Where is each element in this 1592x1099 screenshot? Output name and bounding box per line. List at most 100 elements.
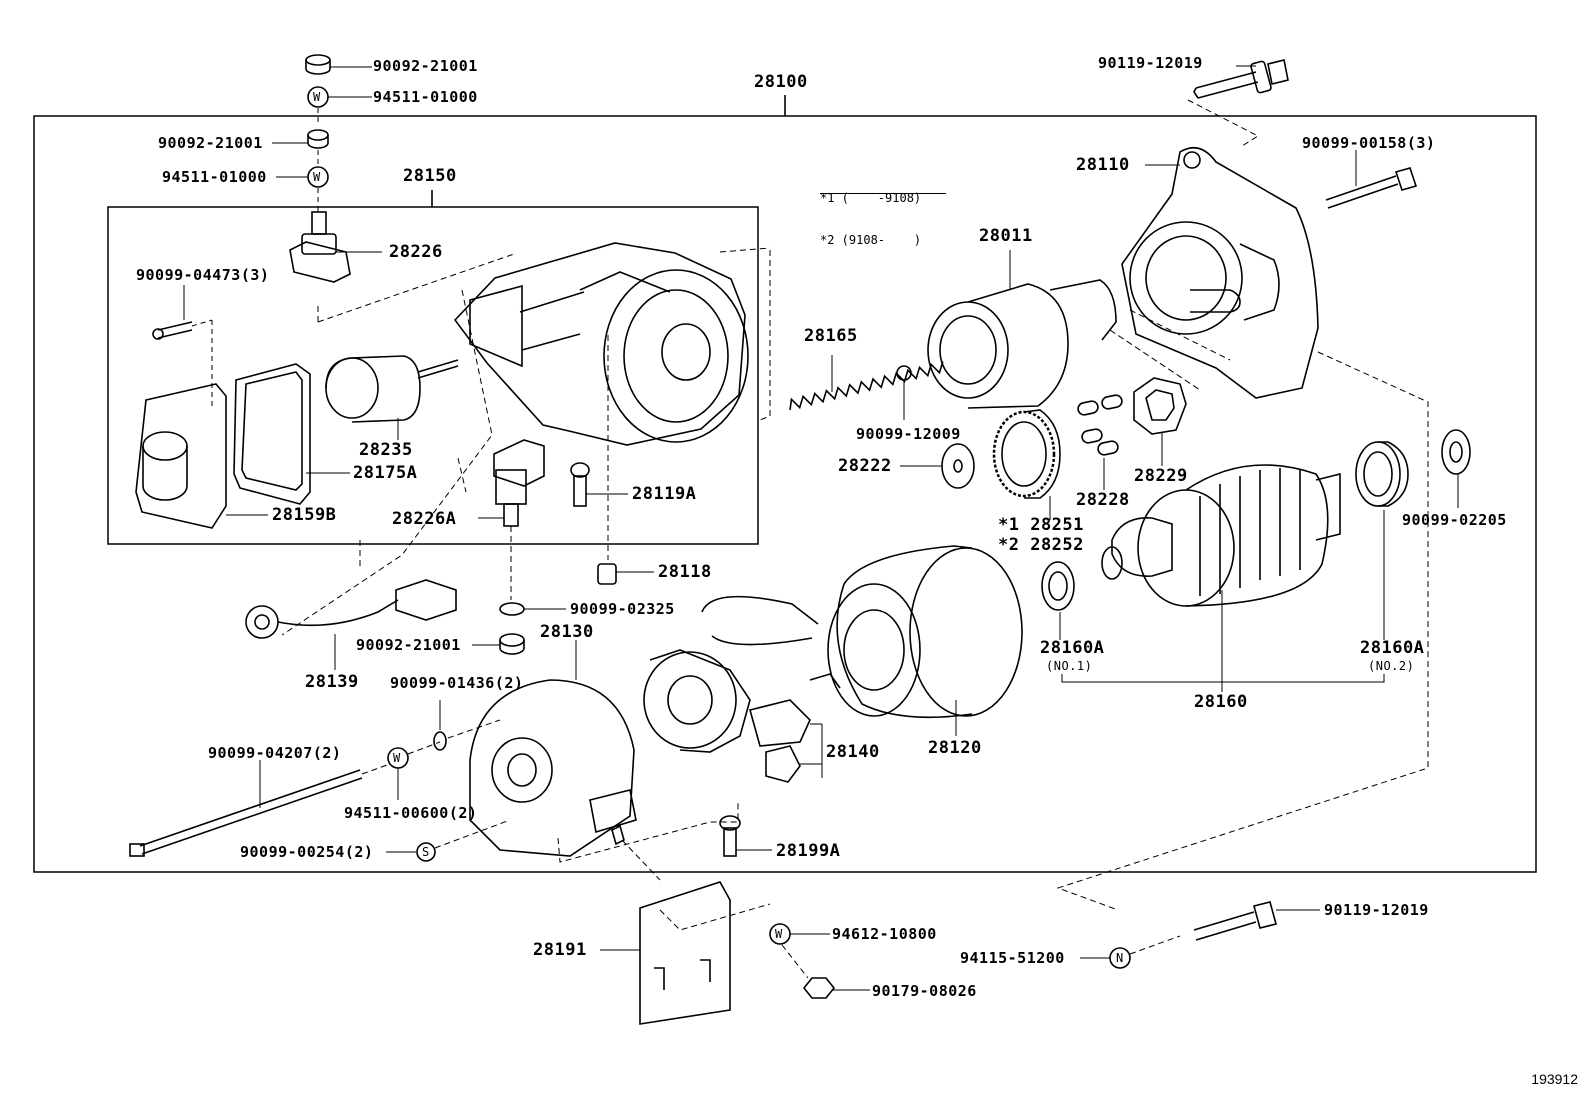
label-28160A-no1[interactable]: 28160A xyxy=(1040,638,1105,658)
assembly-note-line1: *1 ( -9108) xyxy=(820,191,922,205)
label-28159B[interactable]: 28159B xyxy=(272,505,337,525)
plunger-28235-icon xyxy=(325,355,459,440)
terminal-28226A-icon xyxy=(478,439,545,527)
catalog-number: 193912 xyxy=(1531,1071,1578,1087)
end-frame-28130-icon xyxy=(469,640,637,857)
label-28120[interactable]: 28120 xyxy=(928,738,982,758)
washer-icon xyxy=(307,86,372,108)
solenoid-housing-28150-icon xyxy=(453,242,749,446)
nut-symbol: N xyxy=(1116,951,1124,965)
label-28130[interactable]: 28130 xyxy=(540,622,594,642)
label-94511-01000[interactable]: 94511-01000 xyxy=(162,168,267,186)
washer-symbol: W xyxy=(775,927,783,941)
label-94115-51200[interactable]: 94115-51200 xyxy=(960,949,1065,967)
label-28100[interactable]: 28100 xyxy=(754,72,808,92)
label-90092-21001[interactable]: 90092-21001 xyxy=(158,134,263,152)
label-28165[interactable]: 28165 xyxy=(804,326,858,346)
spacer-icon xyxy=(433,731,447,751)
starter-housing-28110-icon xyxy=(1121,146,1319,399)
label-28160[interactable]: 28160 xyxy=(1194,692,1248,712)
label-90092-21001-lower[interactable]: 90092-21001 xyxy=(356,636,461,654)
insulator-28118-icon xyxy=(597,563,654,585)
label-28140[interactable]: 28140 xyxy=(826,742,880,762)
label-90099-02325[interactable]: 90099-02325 xyxy=(570,600,675,618)
bolt-icon xyxy=(1325,150,1418,209)
label-28229[interactable]: 28229 xyxy=(1134,466,1188,486)
label-94511-00600[interactable]: 94511-00600(2) xyxy=(344,804,478,822)
label-28222[interactable]: 28222 xyxy=(838,456,892,476)
washer-icon xyxy=(769,923,830,945)
label-28175A[interactable]: 28175A xyxy=(353,463,418,483)
assembly-note: *1 ( -9108) *2 (9108- ) xyxy=(820,163,921,261)
bolt-icon xyxy=(152,321,193,340)
washer-symbol: W xyxy=(313,90,321,104)
label-28110[interactable]: 28110 xyxy=(1076,155,1130,175)
note-underline xyxy=(820,193,946,194)
label-90099-04473[interactable]: 90099-04473(3) xyxy=(136,266,270,284)
nut-icon xyxy=(802,977,870,999)
washer-28222-icon xyxy=(900,443,975,489)
washer-icon xyxy=(276,166,329,188)
yoke-28120-icon xyxy=(701,545,1023,736)
assembly-frame-28150 xyxy=(107,206,759,545)
lead-wire-28139-icon xyxy=(245,579,457,670)
cap-nut-icon xyxy=(272,129,329,149)
washer-symbol: W xyxy=(393,751,401,765)
clutch-28011-icon xyxy=(927,250,1117,409)
assembly-note-line2: *2 (9108- ) xyxy=(820,233,922,247)
label-90099-00158[interactable]: 90099-00158(3) xyxy=(1302,134,1436,152)
retainer-28229-icon xyxy=(1133,377,1187,466)
label-28160A-no1-sub: (NO.1) xyxy=(1046,659,1093,673)
terminal-bolt-28226-icon xyxy=(289,211,382,283)
label-28226A[interactable]: 28226A xyxy=(392,509,457,529)
label-28150[interactable]: 28150 xyxy=(403,166,457,186)
label-90092-21001[interactable]: 90092-21001 xyxy=(373,57,478,75)
thru-bolt-icon xyxy=(129,760,363,857)
label-90099-04207[interactable]: 90099-04207(2) xyxy=(208,744,342,762)
label-28228[interactable]: 28228 xyxy=(1076,490,1130,510)
cap-nut-icon xyxy=(305,54,372,75)
label-28160A-no2[interactable]: 28160A xyxy=(1360,638,1425,658)
washer-icon xyxy=(1441,429,1471,508)
washer-icon xyxy=(499,602,566,616)
screw-28199A-icon xyxy=(719,815,772,857)
rollers-28228-icon xyxy=(1077,394,1123,490)
nut-n-icon xyxy=(1080,947,1131,969)
label-28226[interactable]: 28226 xyxy=(389,242,443,262)
label-28251[interactable]: *1 28251 xyxy=(998,515,1084,535)
ball-icon xyxy=(896,365,912,420)
screw-28119A-icon xyxy=(570,462,628,507)
flange-bolt-icon xyxy=(1193,901,1320,941)
label-28199A[interactable]: 28199A xyxy=(776,841,841,861)
label-28118[interactable]: 28118 xyxy=(658,562,712,582)
idler-gear-28251-icon xyxy=(992,409,1061,520)
label-90099-02205[interactable]: 90099-02205 xyxy=(1402,511,1507,529)
armature-28160-icon xyxy=(1101,464,1341,692)
spring-washer-icon xyxy=(416,842,436,862)
label-28119A[interactable]: 28119A xyxy=(632,484,697,504)
label-28011[interactable]: 28011 xyxy=(979,226,1033,246)
label-28139[interactable]: 28139 xyxy=(305,672,359,692)
solenoid-cover-28159B-icon xyxy=(135,383,268,529)
spring-washer-symbol: S xyxy=(422,845,430,859)
bearing-no1-icon xyxy=(1041,561,1075,640)
label-90179-08026[interactable]: 90179-08026 xyxy=(872,982,977,1000)
bearing-no2-icon xyxy=(1355,441,1409,640)
washer-symbol: W xyxy=(313,170,321,184)
label-90119-12019-top[interactable]: 90119-12019 xyxy=(1098,54,1203,72)
label-90119-12019-bottom[interactable]: 90119-12019 xyxy=(1324,901,1429,919)
label-28235[interactable]: 28235 xyxy=(359,440,413,460)
label-90099-01436[interactable]: 90099-01436(2) xyxy=(390,674,524,692)
label-90099-12009[interactable]: 90099-12009 xyxy=(856,425,961,443)
bracket-28191-icon xyxy=(600,881,731,1025)
stud-bolt-icon xyxy=(611,824,661,881)
label-28191[interactable]: 28191 xyxy=(533,940,587,960)
label-94511-01000[interactable]: 94511-01000 xyxy=(373,88,478,106)
spring-28165-icon xyxy=(789,355,944,411)
flange-bolt-icon xyxy=(1193,59,1289,99)
label-28252[interactable]: *2 28252 xyxy=(998,535,1084,555)
label-28160A-no2-sub: (NO.2) xyxy=(1368,659,1415,673)
gasket-28175A-icon xyxy=(233,363,350,505)
label-90099-00254[interactable]: 90099-00254(2) xyxy=(240,843,374,861)
label-94612-10800[interactable]: 94612-10800 xyxy=(832,925,937,943)
